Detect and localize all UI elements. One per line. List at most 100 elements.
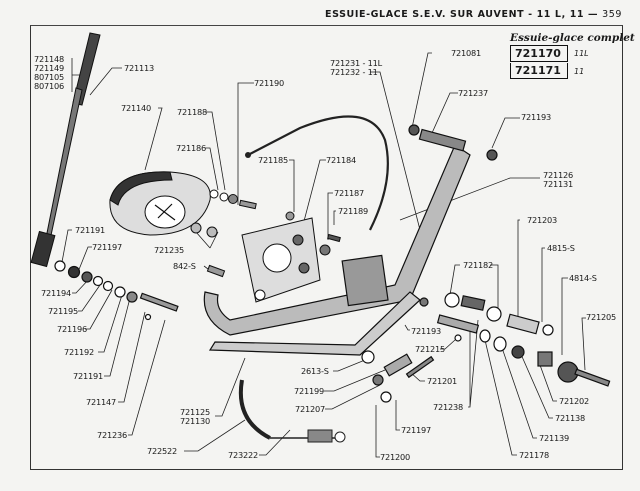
part-label: 721192 [64, 347, 95, 357]
part-label: 721126 [543, 170, 574, 180]
wiper-frame [203, 124, 498, 364]
leader-721192 [98, 294, 123, 353]
motor-hardware [190, 189, 257, 278]
leader-721139 [499, 341, 537, 439]
diagram-frame [30, 25, 623, 470]
leader-721138 [519, 351, 553, 419]
leader-bracket [370, 71, 421, 231]
leader-721191-top [61, 229, 72, 263]
leader-721215 [440, 339, 456, 350]
part-label: 2613-S [301, 366, 329, 376]
part-label: 721238 [433, 402, 464, 412]
part-label: 721236 [97, 430, 128, 440]
leader-721195 [78, 284, 101, 312]
variant: 11L [574, 49, 589, 58]
part-label: 721191 [75, 225, 106, 235]
part-label: 721235 [154, 245, 185, 255]
part-label: 721125 [180, 407, 211, 417]
cable-sheath [238, 379, 346, 443]
leader-721140 [144, 107, 163, 171]
variant: 11 [574, 66, 585, 76]
part-label: 721178 [519, 450, 550, 460]
leader-721197-top [77, 246, 92, 273]
leader-721113 [89, 67, 122, 96]
part-label: 721188 [177, 107, 208, 117]
leader-721184 [302, 159, 326, 226]
part-label: 721191 [73, 371, 104, 381]
complete-assembly-box: Essuie-glace complet 721170 11L 721171 1… [510, 32, 635, 79]
leader-721147 [118, 311, 146, 403]
complete-assembly-row: 721170 11L [510, 45, 635, 62]
leader-721193-top [491, 117, 520, 149]
part-label: 721215 [415, 344, 446, 354]
leader-721196 [85, 289, 113, 330]
page-title: ESSUIE-GLACE S.E.V. SUR AUVENT - 11 L, 1… [325, 9, 585, 20]
mounting-plate [241, 211, 341, 303]
page-number: 359 [602, 9, 622, 20]
part-label: 722522 [147, 446, 178, 456]
washer-stack-left [54, 260, 179, 321]
leader-frame [399, 177, 540, 221]
part-label: 721184 [326, 155, 357, 165]
part-label: 721237 [458, 88, 489, 98]
leader-721199 [324, 369, 386, 392]
part-label: 721130 [180, 416, 211, 426]
complete-assembly-title: Essuie-glace complet [510, 32, 635, 44]
right-hardware [372, 292, 611, 403]
leader-721194 [72, 277, 91, 294]
part-label: 721202 [559, 396, 590, 406]
leader-722522 [184, 419, 246, 452]
part-label: 721197 [401, 425, 432, 435]
part-label: 721203 [527, 215, 558, 225]
part-label: 721196 [57, 324, 88, 334]
part-label: 721193 [411, 326, 442, 336]
part-label: 721194 [41, 288, 72, 298]
leader-721178 [484, 339, 517, 456]
motor-housing [109, 171, 211, 236]
leader-721182 [449, 264, 499, 310]
part-label: 721200 [380, 452, 411, 462]
part-label: 721199 [294, 386, 325, 396]
part-label: 721207 [295, 404, 326, 414]
leader-721185 [289, 159, 295, 212]
part-label: 721205 [586, 312, 617, 322]
part-label: 721139 [539, 433, 570, 443]
part-label: 721190 [254, 78, 285, 88]
part-label: 4815-S [547, 243, 575, 253]
leader-2613s [333, 359, 366, 372]
leader-721205 [581, 317, 586, 371]
leader-721237 [431, 92, 458, 134]
leader-721197-bot [395, 400, 400, 431]
part-number: 721171 [510, 63, 568, 79]
leader-721201 [409, 371, 425, 382]
leader-721236 [128, 319, 166, 436]
leader-721186 [205, 147, 219, 191]
part-label: 721201 [427, 376, 458, 386]
complete-assembly-row: 721171 11 [510, 63, 635, 79]
title-separator: — [588, 9, 599, 20]
part-label: 721148 [34, 54, 65, 64]
part-label: 721113 [124, 63, 155, 73]
leader-721203 [517, 219, 520, 320]
leader-721190 [237, 82, 254, 205]
page-header: ESSUIE-GLACE S.E.V. SUR AUVENT - 11 L, 1… [325, 9, 622, 20]
leader-4815s [541, 247, 545, 322]
leader-721193-mid [404, 324, 410, 331]
part-label: 807106 [34, 81, 65, 91]
part-label: 721185 [258, 155, 289, 165]
part-label: 721081 [451, 48, 482, 58]
leader-721202 [539, 364, 557, 402]
part-label: 721186 [176, 143, 207, 153]
leader-721188 [206, 111, 226, 191]
part-label: 842-S [173, 261, 196, 271]
part-label: 721232 - 11 [330, 67, 378, 77]
part-label: 721189 [338, 206, 369, 216]
part-number: 721170 [510, 45, 568, 62]
part-label: 721140 [121, 103, 152, 113]
drive-cable [247, 115, 389, 231]
wiper-blade [30, 32, 101, 268]
part-label: 721187 [334, 188, 365, 198]
part-label: 721182 [463, 260, 494, 270]
leader-4814s [561, 277, 568, 355]
